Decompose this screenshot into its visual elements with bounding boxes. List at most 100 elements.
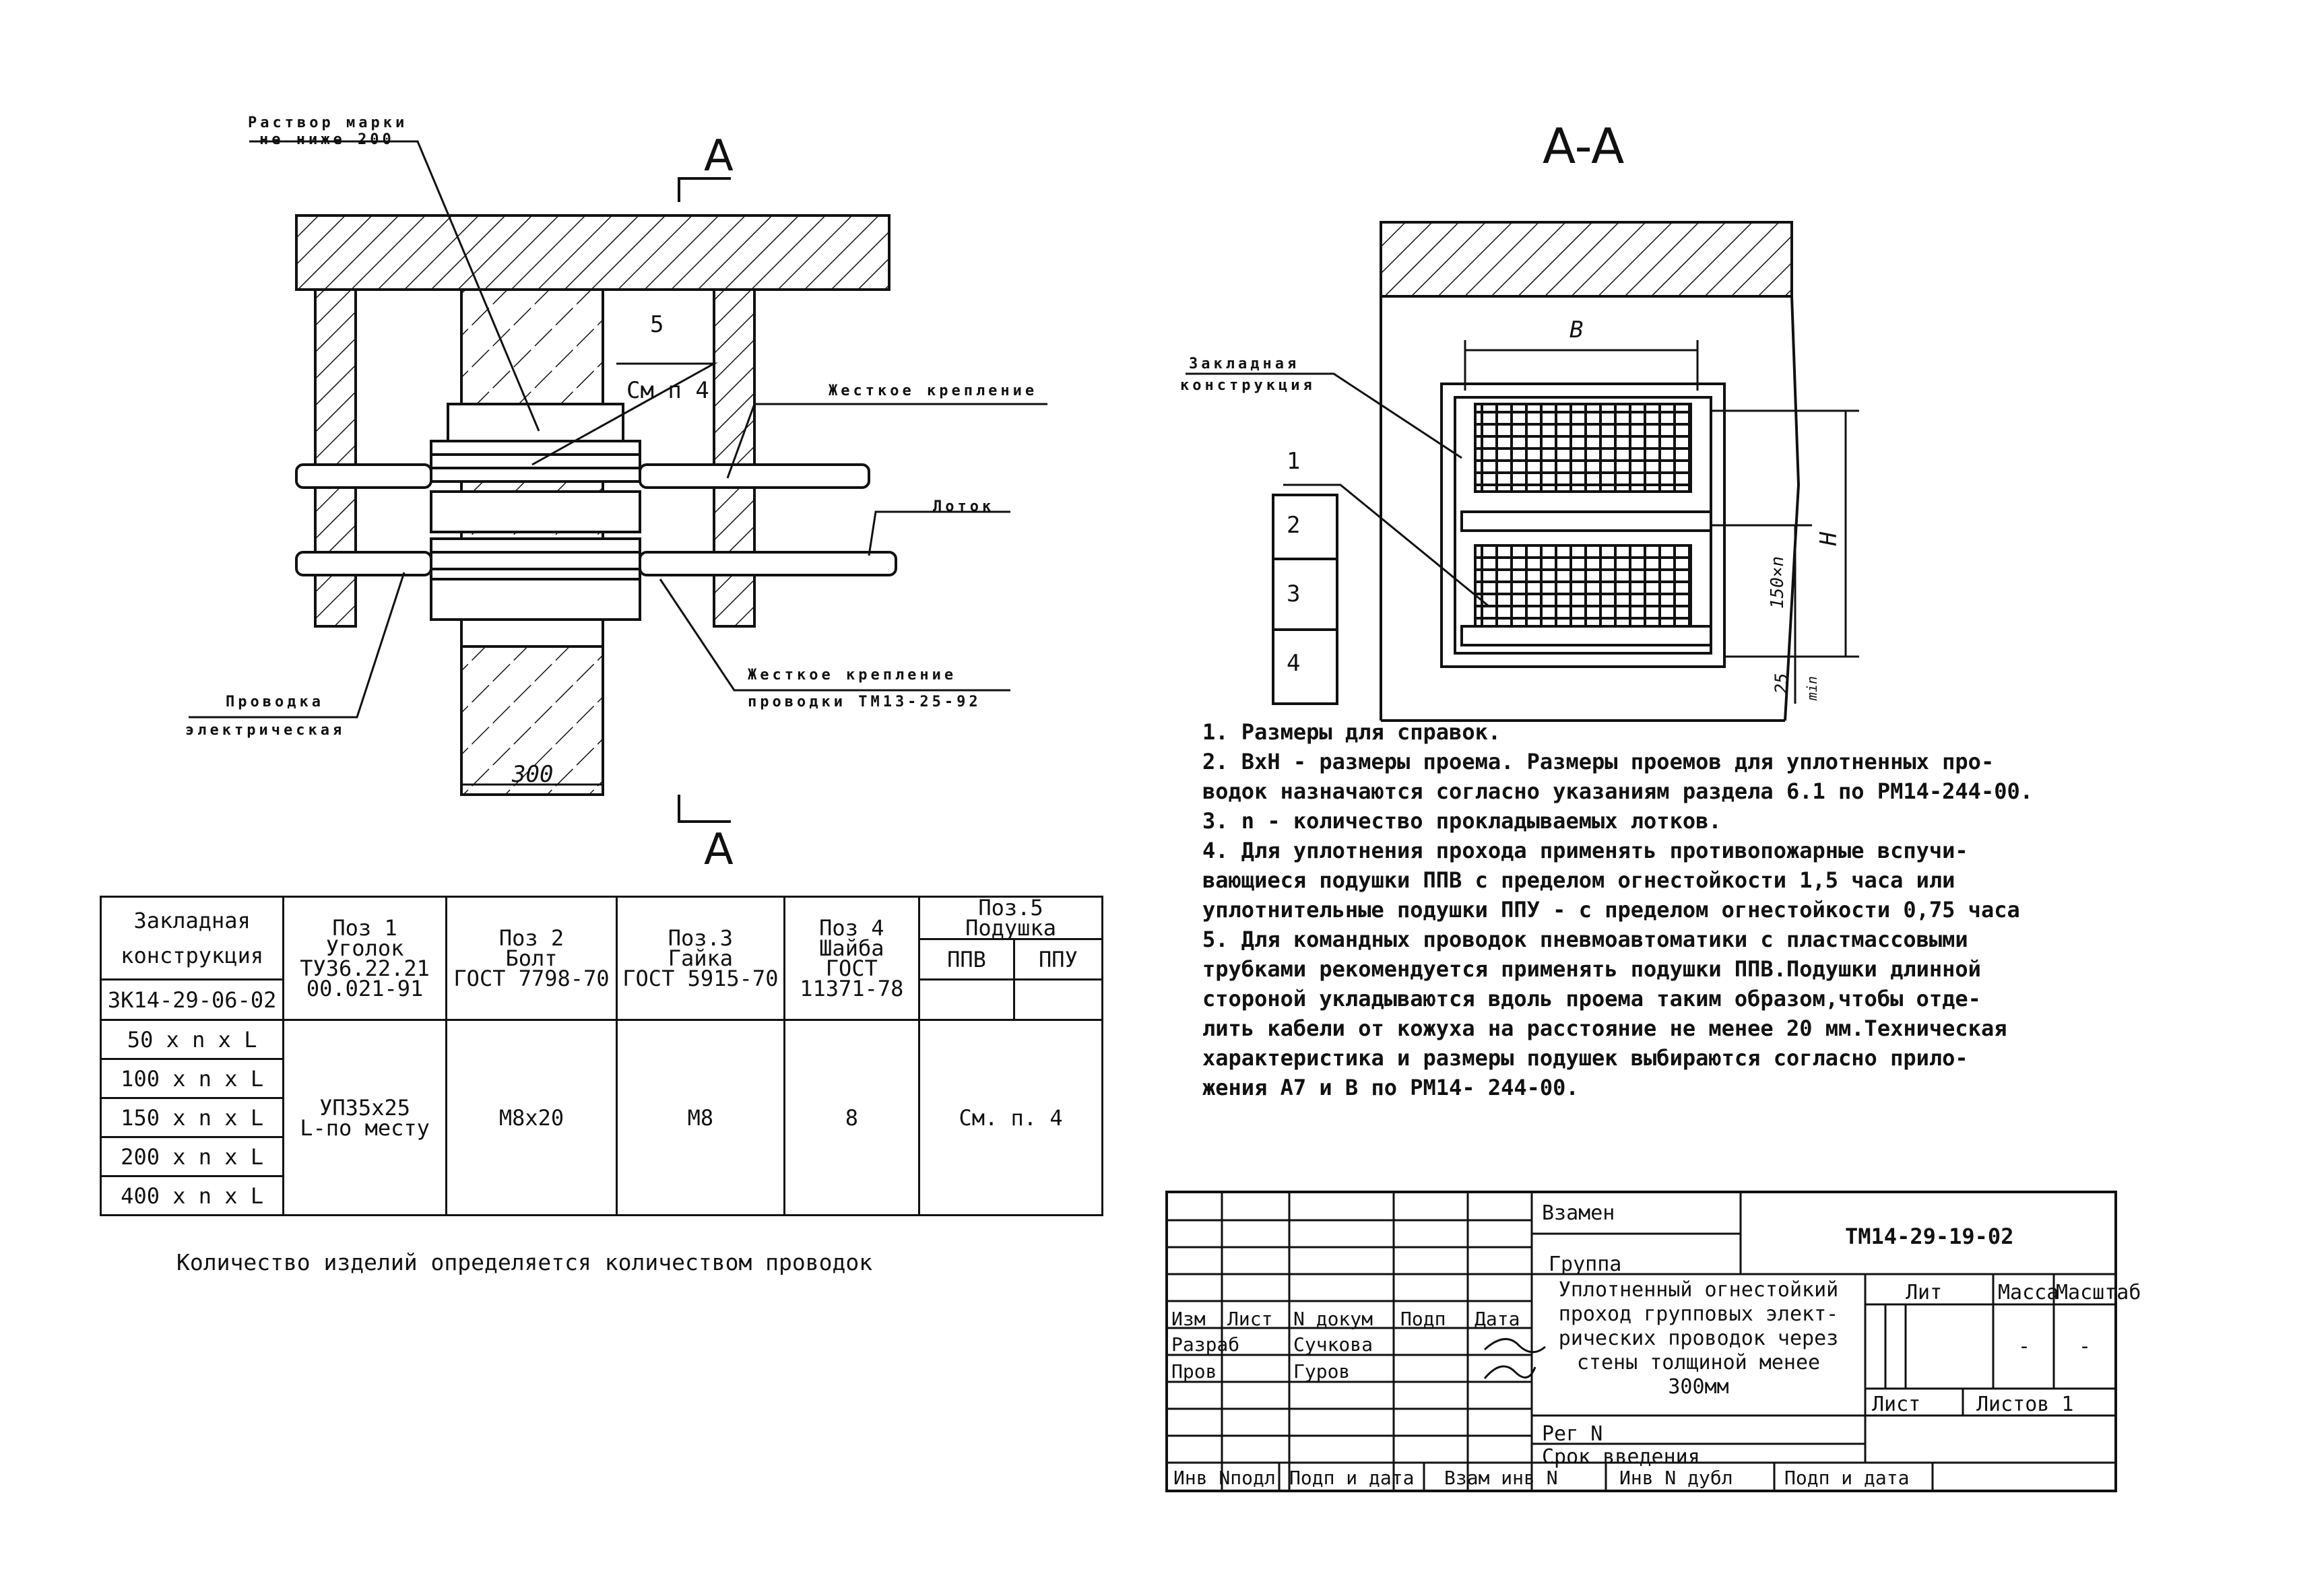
plan-view	[189, 140, 1047, 823]
size-row: 150 x n x L	[99, 1097, 285, 1138]
pos2-value: М8х20	[445, 1019, 618, 1216]
wiring-label-2: электрическая	[185, 722, 346, 739]
massa-label: Масса	[1998, 1281, 2059, 1304]
massa-value: -	[2018, 1335, 2031, 1358]
dim-h: H	[1815, 531, 1843, 546]
rigid-mount-wiring-label-2: проводки ТМ13-25-92	[748, 694, 981, 710]
dim-b: B	[1569, 317, 1584, 343]
tray-upper-left	[295, 463, 432, 489]
document-code: ТМ14-29-19-02	[1845, 1224, 2014, 1249]
note-line: жения А7 и В по РМ14- 244-00.	[1202, 1075, 1579, 1100]
dim-min: min	[1804, 675, 1821, 701]
note-line: 1. Размеры для справок.	[1202, 719, 1501, 745]
reg-label: Рег N	[1542, 1422, 1603, 1446]
note-line: уплотнительные подушки ППУ - с пределом …	[1202, 897, 2020, 923]
pos3-value: М8	[616, 1019, 785, 1216]
note-line: стороной укладываются вдоль проема таким…	[1202, 986, 1981, 1011]
vzamen-label: Взамен	[1542, 1201, 1615, 1225]
note-line: характеристика и размеры подушек выбираю…	[1202, 1045, 1968, 1071]
tray-upper-right	[639, 463, 870, 489]
srok-label: Срок введения	[1542, 1445, 1700, 1469]
spec-footnote: Количество изделий определяется количест…	[176, 1249, 873, 1275]
wall-dimension: 300	[512, 761, 554, 788]
razrab-label: Разраб	[1171, 1333, 1240, 1356]
ppu-blank	[1012, 979, 1104, 1021]
cushion-lower	[1474, 544, 1692, 634]
section-view	[1186, 221, 1859, 722]
col-izm: Изм	[1171, 1308, 1206, 1330]
inv-podl: Инв Nподл	[1173, 1467, 1276, 1489]
section-cut-bottom	[678, 795, 731, 823]
dim-150n: 150×n	[1768, 556, 1788, 609]
embedded-header: Закладная конструкция	[99, 896, 285, 980]
ppv-blank	[918, 979, 1015, 1021]
embedded-label-2: конструкция	[1180, 377, 1316, 394]
position-2: 2	[1287, 512, 1301, 539]
document-title: Уплотненный огнестойкий проход групповых…	[1558, 1278, 1839, 1399]
note-line: 3. n - количество прокладываемых лотков.	[1202, 808, 1722, 834]
pos5-value: См. п. 4	[918, 1019, 1103, 1216]
note-line: трубками рекомендуется применять подушки…	[1202, 956, 1981, 982]
note-line: водок назначаются согласно указаниям раз…	[1202, 778, 2033, 804]
inv-dubl: Инв N дубл	[1619, 1467, 1733, 1489]
rigid-mount-wiring-label-1: Жесткое крепление	[748, 667, 957, 684]
size-row: 100 x n x L	[99, 1058, 285, 1099]
title-block-grid	[1168, 1193, 2114, 1490]
rigid-mount-label: Жесткое крепление	[829, 383, 1038, 399]
see-note-callout: См п 4	[626, 377, 709, 404]
tray-label: Лоток	[933, 498, 995, 515]
section-marker-top: A	[704, 131, 734, 181]
prov-name: Гуров	[1293, 1360, 1351, 1383]
podp-data-1: Подп и дата	[1289, 1467, 1415, 1489]
note-line: 5. Для командных проводок пневмоавтомати…	[1202, 927, 1968, 952]
list-label: Лист	[1872, 1393, 1921, 1416]
tray-lower-right	[639, 551, 897, 576]
section-title: A-A	[1543, 118, 1625, 174]
ppu-header: ППУ	[1012, 938, 1104, 980]
position-box	[1272, 494, 1338, 705]
prov-label: Пров	[1171, 1360, 1217, 1383]
position-3: 3	[1287, 580, 1301, 607]
position-4: 4	[1287, 650, 1301, 677]
ceiling-slab	[295, 214, 891, 291]
wiring-label-1: Проводка	[226, 694, 324, 710]
note-line: 2. ВхН - размеры проема. Размеры проемов…	[1202, 749, 1995, 774]
listov-label: Листов 1	[1976, 1393, 2074, 1416]
col-ndokum: N докум	[1293, 1308, 1373, 1330]
position-1: 1	[1287, 448, 1301, 475]
size-row: 200 x n x L	[99, 1136, 285, 1177]
ppv-header: ППВ	[918, 938, 1015, 980]
col-list: Лист	[1227, 1308, 1273, 1330]
tray-lower-left	[295, 551, 432, 576]
col-data: Дата	[1475, 1308, 1520, 1330]
size-row: 50 x n x L	[99, 1019, 285, 1060]
notes-block: 1. Размеры для справок. 2. ВхН - размеры…	[1202, 717, 2033, 1102]
mortar-label-2: не ниже 200	[259, 131, 395, 148]
cushion-upper	[1474, 403, 1692, 493]
note-line: 4. Для уплотнения прохода применять прот…	[1202, 838, 1968, 863]
pos4-value: 8	[783, 1019, 921, 1216]
section-marker-bottom: A	[704, 825, 734, 875]
size-row: 400 x n x L	[99, 1175, 285, 1216]
vzam-inv: Взам инв N	[1444, 1467, 1558, 1489]
title-block: Взамен Группа ТМ14-29-19-02 Изм Лист N д…	[1165, 1191, 2141, 1492]
gruppa-label: Группа	[1549, 1253, 1622, 1276]
embedded-code: ЗК14-29-06-02	[99, 978, 285, 1021]
dim-25: 25	[1772, 673, 1792, 694]
pos5-callout: 5	[650, 311, 664, 338]
note-line: вающиеся подушки ППВ с пределом огнестой…	[1202, 867, 1955, 893]
col-podp: Подп	[1400, 1308, 1446, 1330]
podp-data-2: Подп и дата	[1784, 1467, 1910, 1489]
masshtab-label: Масштаб	[2056, 1281, 2141, 1304]
section-cut-top	[678, 177, 731, 202]
masshtab-value: -	[2079, 1335, 2092, 1358]
mortar-label-1: Раствор марки	[248, 114, 408, 131]
